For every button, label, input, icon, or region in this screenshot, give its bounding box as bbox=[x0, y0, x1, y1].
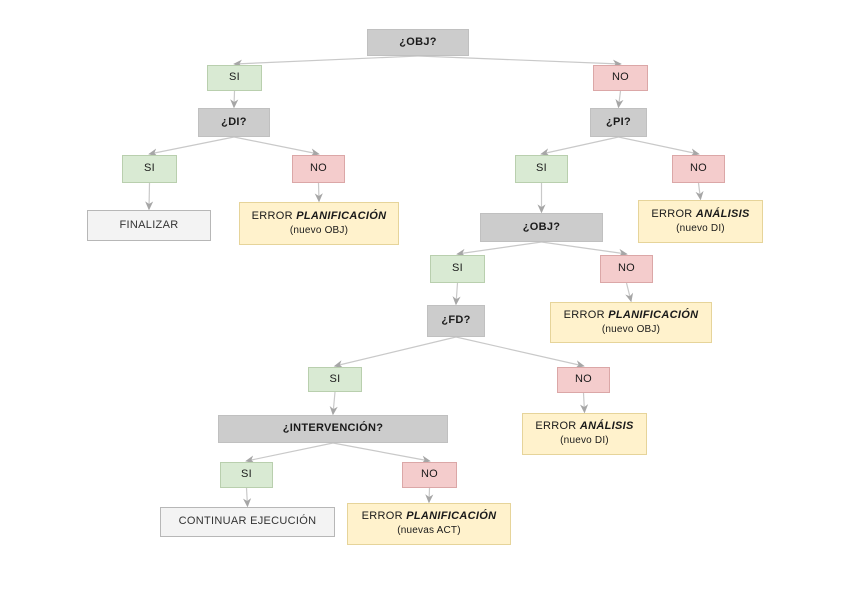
connector-pi-no3 bbox=[618, 136, 700, 157]
connector-pi-si3 bbox=[540, 136, 619, 157]
connector-no3-err_analisis1 bbox=[695, 182, 704, 201]
error-keyword: PLANIFICACIÓN bbox=[608, 308, 699, 321]
answer-no1: NO bbox=[593, 65, 648, 91]
node-label: NO bbox=[617, 262, 636, 275]
error-detail: (nuevo OBJ) bbox=[289, 224, 349, 236]
error-err_analisis2: ERROR ANÁLISIS (nuevo DI) bbox=[522, 413, 647, 455]
node-label: NO bbox=[420, 468, 439, 481]
node-label: NO bbox=[689, 162, 708, 175]
edges-group bbox=[145, 55, 704, 508]
error-detail: (nuevo DI) bbox=[560, 435, 609, 447]
error-detail: (nuevo DI) bbox=[676, 222, 725, 234]
node-label: ¿INTERVENCIÓN? bbox=[282, 422, 384, 435]
answer-no6: NO bbox=[402, 462, 457, 488]
node-label: SI bbox=[536, 162, 547, 175]
node-label: ¿PI? bbox=[605, 115, 632, 128]
connector-si6-continuar bbox=[243, 487, 252, 508]
node-label: CONTINUAR EJECUCIÓN bbox=[178, 515, 317, 528]
connector-no1-pi bbox=[615, 90, 624, 109]
decision-pi: ¿PI? bbox=[590, 108, 647, 137]
node-label: SI bbox=[229, 71, 240, 84]
connector-obj1-si1 bbox=[233, 55, 419, 68]
connector-fd-si5 bbox=[333, 336, 457, 369]
answer-si6: SI bbox=[220, 462, 273, 488]
connector-obj2-no4 bbox=[541, 241, 628, 257]
error-label: ERROR bbox=[361, 510, 407, 523]
connector-no4-err_plan2 bbox=[625, 282, 634, 303]
node-label: FINALIZAR bbox=[119, 218, 179, 231]
error-err_plan1: ERROR PLANIFICACIÓN (nuevo OBJ) bbox=[239, 202, 399, 245]
connector-di-si2 bbox=[148, 136, 235, 157]
error-label: ERROR bbox=[535, 420, 580, 433]
decision-di: ¿DI? bbox=[198, 108, 270, 137]
error-keyword: PLANIFICACIÓN bbox=[296, 209, 387, 222]
error-keyword: PLANIFICACIÓN bbox=[406, 510, 497, 523]
error-err_plan2: ERROR PLANIFICACIÓN (nuevo OBJ) bbox=[550, 302, 712, 343]
node-label: ¿OBJ? bbox=[399, 35, 437, 48]
connector-no2-err_plan1 bbox=[314, 182, 323, 203]
error-label: ERROR bbox=[651, 207, 696, 220]
connector-si1-di bbox=[230, 90, 239, 109]
error-keyword: ANÁLISIS bbox=[579, 420, 634, 433]
action-continuar: CONTINUAR EJECUCIÓN bbox=[160, 507, 335, 537]
error-label: ERROR bbox=[563, 308, 609, 321]
error-err_plan3: ERROR PLANIFICACIÓN (nuevas ACT) bbox=[347, 503, 511, 545]
answer-si2: SI bbox=[122, 155, 177, 183]
node-label: SI bbox=[329, 372, 341, 385]
node-label: ¿FD? bbox=[441, 314, 471, 327]
connector-intervencion-si6 bbox=[245, 442, 334, 464]
node-label: SI bbox=[241, 468, 252, 481]
node-label: ¿DI? bbox=[221, 115, 247, 128]
connector-si4-fd bbox=[452, 282, 461, 306]
answer-no4: NO bbox=[600, 255, 653, 283]
connector-obj2-si4 bbox=[456, 241, 542, 257]
node-label: NO bbox=[309, 162, 328, 175]
action-finalizar: FINALIZAR bbox=[87, 210, 211, 241]
node-label: SI bbox=[144, 162, 155, 175]
decision-intervencion: ¿INTERVENCIÓN? bbox=[218, 415, 448, 443]
answer-si3: SI bbox=[515, 155, 568, 183]
error-err_analisis1: ERROR ANÁLISIS (nuevo DI) bbox=[638, 200, 763, 243]
answer-no2: NO bbox=[292, 155, 345, 183]
connector-si5-intervencion bbox=[329, 391, 338, 416]
answer-si1: SI bbox=[207, 65, 262, 91]
connector-no6-err_plan3 bbox=[425, 487, 434, 504]
decision-fd: ¿FD? bbox=[427, 305, 485, 337]
answer-si5: SI bbox=[308, 367, 362, 392]
node-label: SI bbox=[452, 262, 463, 275]
node-label: ¿OBJ? bbox=[522, 220, 561, 233]
error-label: ERROR bbox=[251, 209, 297, 222]
connector-obj1-no1 bbox=[417, 55, 622, 68]
decision-obj1: ¿OBJ? bbox=[367, 29, 469, 56]
connector-intervencion-no6 bbox=[332, 442, 431, 464]
connector-no5-err_analisis2 bbox=[580, 392, 589, 414]
node-label: NO bbox=[574, 373, 593, 386]
decision-obj2: ¿OBJ? bbox=[480, 213, 603, 242]
connector-si2-finalizar bbox=[145, 182, 154, 211]
error-detail: (nuevo OBJ) bbox=[601, 323, 661, 335]
error-detail: (nuevas ACT) bbox=[397, 525, 461, 537]
connector-di-no2 bbox=[233, 136, 320, 157]
connector-fd-no5 bbox=[455, 336, 585, 369]
answer-no5: NO bbox=[557, 367, 610, 393]
answer-si4: SI bbox=[430, 255, 485, 283]
node-label: NO bbox=[611, 71, 630, 84]
error-keyword: ANÁLISIS bbox=[695, 207, 750, 220]
answer-no3: NO bbox=[672, 155, 725, 183]
